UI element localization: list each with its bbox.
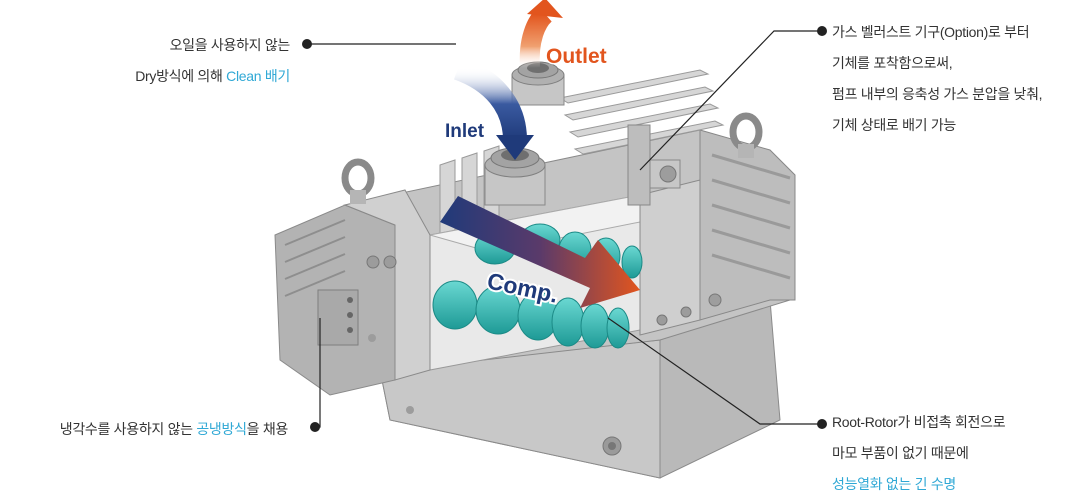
lifting-eyebolt-left — [341, 158, 375, 204]
outlet-arrow — [519, 0, 563, 69]
lifting-eyebolt-right — [729, 112, 763, 158]
leader-line-top-right — [639, 30, 822, 171]
callout-line: 펌프 내부의 응축성 가스 분압을 낮춰, — [832, 86, 1043, 102]
leader-dot — [310, 422, 320, 432]
callout-line: 기체를 포착함으로써, — [832, 55, 953, 71]
callout-text: 을 채용 — [246, 421, 289, 437]
callout-line: Dry방식에 의해 Clean 배기 — [135, 61, 290, 92]
callout-root-rotor: Root-Rotor가 비접촉 회전으로 마모 부품이 없기 때문에 성능열화 … — [832, 407, 1006, 500]
rotor-lobe — [432, 280, 478, 330]
leader-dot — [302, 39, 312, 49]
callout-line: 오일을 사용하지 않는 — [169, 37, 291, 53]
callout-line: 가스 벨러스트 기구(Option)로 부터 — [832, 24, 1030, 40]
rotor-lobe — [551, 297, 585, 347]
callout-text: 냉각수를 사용하지 않는 — [59, 421, 197, 437]
callout-gas-ballast: 가스 벨러스트 기구(Option)로 부터 기체를 포착함으로써, 펌프 내부… — [832, 17, 1043, 141]
leader-dots — [302, 26, 827, 432]
inlet-label: Inlet — [445, 121, 485, 142]
callout-text: Dry방식에 의해 — [135, 68, 227, 84]
callout-line: Root-Rotor가 비접촉 회전으로 — [832, 414, 1006, 430]
outlet-flange — [511, 61, 565, 106]
leader-line-bottom-right — [607, 317, 822, 425]
outlet-label: Outlet — [546, 45, 607, 68]
endcap-fins — [711, 153, 791, 280]
callout-air-cooling: 냉각수를 사용하지 않는 공냉방식을 채용 — [59, 414, 289, 445]
pump-body — [274, 61, 796, 479]
gas-ballast-valve — [627, 124, 681, 206]
rotor-lobe — [621, 245, 643, 279]
motor-fins — [284, 219, 346, 297]
inlet-arrow — [453, 56, 534, 160]
callout-line: 냉각수를 사용하지 않는 공냉방식을 채용 — [59, 414, 289, 445]
callout-clean-exhaust: 오일을 사용하지 않는 Dry방식에 의해 Clean 배기 — [135, 30, 290, 92]
callout-line: 기체 상태로 배기 가능 — [832, 117, 956, 133]
callout-line: 마모 부품이 없기 때문에 — [832, 445, 969, 461]
rotor-lobe — [580, 303, 610, 349]
callout-highlight: Clean 배기 — [226, 68, 290, 84]
comp-arrow — [440, 196, 640, 308]
callout-highlight: 성능열화 없는 긴 수명 — [832, 476, 956, 492]
leader-dot — [817, 26, 827, 36]
callout-highlight: 공냉방식 — [196, 421, 247, 437]
leader-dot — [817, 419, 827, 429]
rotor-lobe — [606, 307, 630, 349]
